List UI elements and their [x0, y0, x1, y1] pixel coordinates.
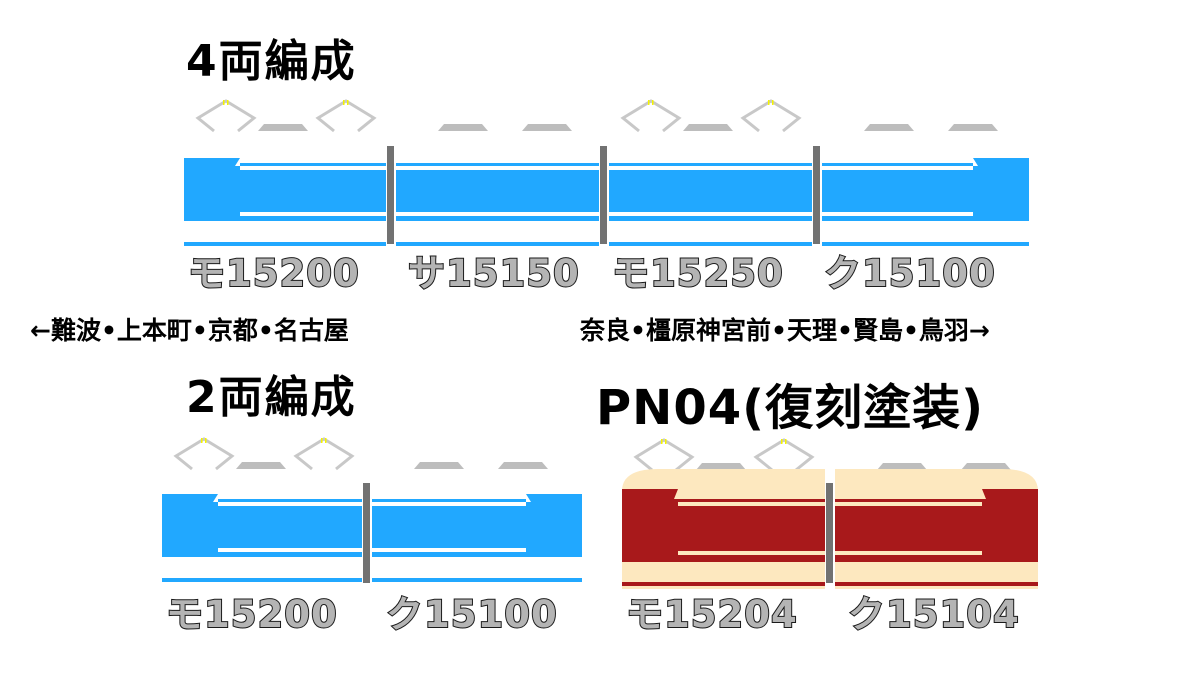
roof-equipment [498, 462, 548, 469]
car-label: サ15150 [407, 252, 580, 295]
underframe-stripe [835, 582, 1038, 586]
pantograph-icon [293, 437, 355, 471]
two-car-title: 2両編成 [186, 372, 357, 423]
pantograph-icon [740, 99, 802, 133]
four-car-title: 4両編成 [186, 36, 357, 87]
roof-equipment [877, 463, 927, 470]
roof-equipment [683, 124, 733, 131]
route-eastbound: 奈良•橿原神宮前•天理•賢島•鳥羽→ [580, 316, 990, 345]
roof-equipment [948, 124, 998, 131]
pantograph-icon [620, 99, 682, 133]
pn04-title: PN04(復刻塗装) [596, 380, 985, 436]
coupler-gangway [387, 146, 394, 244]
pantograph-icon [195, 99, 257, 133]
car-label: モ15200 [187, 252, 360, 295]
coupler-gangway [363, 483, 370, 583]
underframe-stripe [162, 578, 362, 582]
underframe-stripe [396, 242, 599, 246]
coupler-gangway [826, 483, 833, 583]
car-label: モ15204 [625, 593, 798, 636]
car-label: ク15100 [385, 593, 558, 636]
car-label: モ15250 [611, 252, 784, 295]
car-label: ク15104 [847, 593, 1020, 636]
underframe-stripe [622, 582, 825, 586]
pantograph-icon [315, 99, 377, 133]
roof-equipment [961, 463, 1011, 470]
underframe-stripe [822, 242, 1029, 246]
roof-equipment [864, 124, 914, 131]
roof-equipment [236, 462, 286, 469]
pantograph-icon [173, 437, 235, 471]
underframe-stripe [184, 242, 386, 246]
underframe-stripe [609, 242, 812, 246]
roof-equipment [258, 124, 308, 131]
roof-equipment [438, 124, 488, 131]
car-label: モ15200 [165, 593, 338, 636]
roof-equipment [696, 463, 746, 470]
car-label: ク15100 [823, 252, 996, 295]
route-westbound: ←難波•上本町•京都•名古屋 [30, 316, 349, 345]
coupler-gangway [813, 146, 820, 244]
roof-equipment [414, 462, 464, 469]
underframe-stripe [372, 578, 582, 582]
coupler-gangway [600, 146, 607, 244]
roof-equipment [522, 124, 572, 131]
pantograph-icon [753, 438, 815, 472]
pantograph-icon [633, 438, 695, 472]
